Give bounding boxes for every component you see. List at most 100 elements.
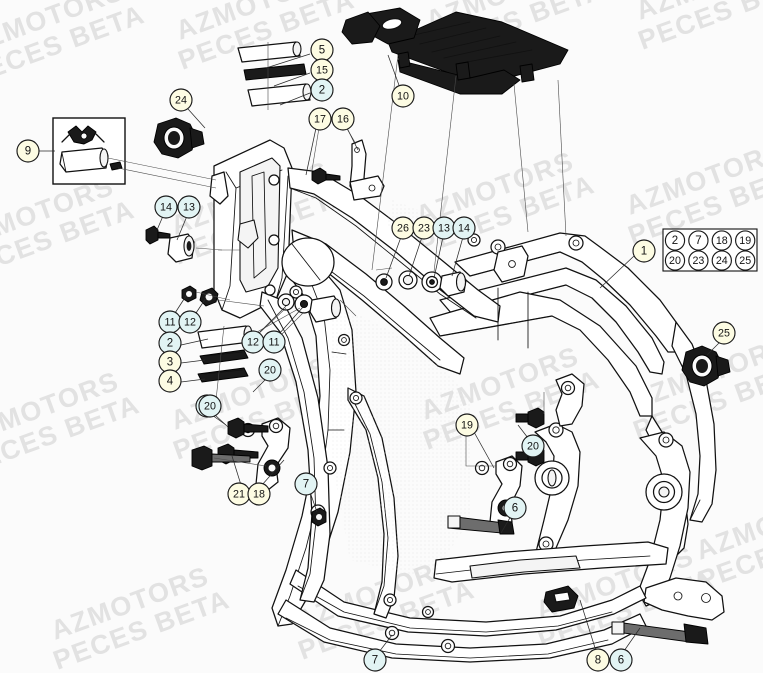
callout-17[interactable]: 17 (305, 107, 332, 176)
callout-number: 9 (25, 146, 31, 158)
callout-leader-line (387, 54, 401, 89)
callout-bubble[interactable] (247, 482, 271, 506)
callout-bubble[interactable] (169, 88, 193, 112)
callout-leader-line (195, 297, 207, 314)
callout-bubble[interactable] (586, 648, 610, 672)
bolt-17 (311, 167, 341, 185)
callout-number: 20 (204, 401, 216, 413)
callout-bubble[interactable] (503, 496, 527, 520)
callout-15[interactable]: 15 (273, 58, 334, 87)
callout-leader-line (265, 53, 311, 69)
kit-item-bubble-18[interactable] (711, 230, 732, 251)
callout-leader-line (579, 599, 597, 652)
callout-20[interactable]: 20 (198, 394, 229, 428)
nut-11-left (181, 285, 197, 303)
clamp-24 (153, 117, 205, 159)
callout-12[interactable]: 12 (241, 305, 287, 354)
callout-leader-line (451, 236, 464, 277)
callout-leader-line (278, 306, 304, 335)
callout-bubble[interactable] (521, 434, 545, 458)
callout-bubble[interactable] (294, 472, 318, 496)
callout-bubble[interactable] (16, 139, 40, 163)
callout-number: 24 (175, 95, 187, 107)
callout-number: 20 (264, 365, 276, 377)
kit-item-bubble-20[interactable] (664, 250, 686, 271)
kit-item-number: 23 (692, 255, 704, 267)
callout-number: 4 (167, 376, 174, 388)
callout-26[interactable]: 26 (385, 216, 415, 279)
callout-1[interactable]: 1 (599, 239, 656, 289)
kit-item-bubble-24[interactable] (711, 250, 732, 271)
callout-6[interactable]: 6 (609, 627, 641, 672)
callout-number: 7 (372, 655, 378, 667)
kit-item-number: 25 (739, 255, 751, 267)
callout-number: 14 (160, 202, 172, 214)
callout-bubble[interactable] (331, 107, 355, 131)
callout-bubble[interactable] (198, 394, 222, 418)
callout-6[interactable]: 6 (500, 496, 527, 534)
callout-12[interactable]: 12 (178, 297, 207, 334)
kit-item-bubble-7[interactable] (688, 230, 709, 251)
callout-bubble[interactable] (455, 413, 479, 437)
callout-bubble[interactable] (712, 321, 736, 345)
callout-bubble[interactable] (632, 239, 656, 263)
kit-item-bubble-25[interactable] (735, 250, 756, 271)
callout-bubble[interactable] (258, 358, 282, 382)
callout-19[interactable]: 19 (455, 413, 495, 469)
callout-14[interactable]: 14 (451, 216, 476, 277)
kit-item-bubble-23[interactable] (688, 250, 709, 271)
callout-number: 20 (527, 441, 539, 453)
callout-leader-line (214, 414, 229, 428)
kit-item-number: 18 (716, 235, 728, 247)
callout-bubble[interactable] (391, 84, 415, 108)
callout-number: 17 (314, 114, 326, 126)
callout-10[interactable]: 10 (387, 54, 415, 108)
callout-11[interactable]: 11 (262, 306, 304, 354)
callout-bubble[interactable] (178, 310, 202, 334)
callout-21[interactable]: 21 (227, 455, 251, 506)
callout-bubble[interactable] (177, 195, 201, 219)
callout-4[interactable]: 4 (158, 369, 206, 393)
callout-number: 5 (319, 45, 325, 57)
callout-7[interactable]: 7 (294, 472, 318, 513)
callout-bubble[interactable] (308, 107, 332, 131)
frame-artwork (52, 7, 731, 663)
callout-bubble[interactable] (363, 648, 387, 672)
callout-leader-line (252, 378, 267, 393)
callout-bubble[interactable] (262, 330, 286, 354)
callout-bubble[interactable] (310, 78, 334, 102)
steering-head-assembly (209, 139, 293, 319)
kit-item-bubble-19[interactable] (735, 230, 756, 251)
callout-24[interactable]: 24 (169, 88, 206, 129)
lock-barrel-icon (59, 147, 109, 173)
callout-bubble[interactable] (452, 216, 476, 240)
callout-leader-line (346, 127, 359, 151)
callout-9[interactable]: 9 (16, 139, 55, 163)
callout-20[interactable]: 20 (252, 358, 282, 393)
kit-item-bubble-2[interactable] (664, 230, 686, 251)
callout-8[interactable]: 8 (579, 599, 610, 672)
callout-13[interactable]: 13 (176, 195, 201, 241)
bracket-16 (349, 139, 385, 201)
shock-tower-bracket (534, 373, 585, 573)
callout-7[interactable]: 7 (363, 634, 393, 672)
callout-bubble[interactable] (158, 369, 182, 393)
bolt-21-long (191, 445, 251, 471)
callout-leader-line (156, 215, 164, 231)
callout-bubble[interactable] (609, 648, 633, 672)
kit-item-number: 7 (695, 235, 701, 247)
callout-number: 15 (316, 65, 328, 77)
callout-14[interactable]: 14 (154, 195, 178, 231)
callout-bubble[interactable] (154, 195, 178, 219)
callout-leader-line (180, 338, 209, 346)
callout-number: 16 (337, 114, 349, 126)
callout-number: 13 (183, 202, 195, 214)
callout-leader-line (408, 236, 423, 277)
callout-20[interactable]: 20 (517, 424, 545, 458)
callout-16[interactable]: 16 (331, 107, 359, 151)
callout-2[interactable]: 2 (279, 78, 334, 106)
callout-25[interactable]: 25 (706, 321, 736, 356)
callout-18[interactable]: 18 (247, 459, 285, 506)
